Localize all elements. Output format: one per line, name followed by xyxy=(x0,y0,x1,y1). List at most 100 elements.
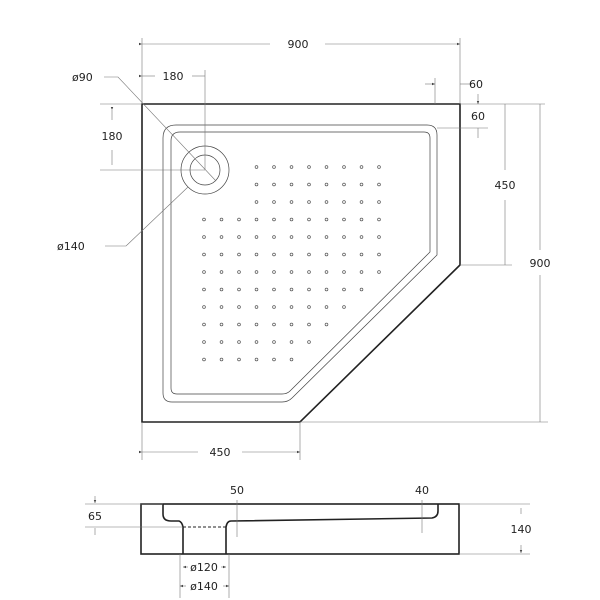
anti-slip-dot xyxy=(238,236,241,239)
anti-slip-dot xyxy=(343,288,346,291)
anti-slip-dot xyxy=(238,306,241,309)
anti-slip-dot xyxy=(238,271,241,274)
anti-slip-dot xyxy=(308,271,311,274)
dim-corner-y: 60 xyxy=(471,110,485,123)
anti-slip-dot xyxy=(273,183,276,186)
anti-slip-dot xyxy=(308,253,311,256)
side-recess xyxy=(163,504,438,554)
anti-slip-dot xyxy=(378,253,381,256)
anti-slip-dot xyxy=(273,271,276,274)
anti-slip-dot xyxy=(343,183,346,186)
anti-slip-dot xyxy=(238,218,241,221)
anti-slip-dots xyxy=(203,166,381,361)
dim-right-side: 450 xyxy=(495,179,516,192)
anti-slip-dot xyxy=(378,201,381,204)
anti-slip-dot xyxy=(308,183,311,186)
anti-slip-dot xyxy=(255,288,258,291)
anti-slip-dot xyxy=(255,271,258,274)
plan-dimensions: 900 180 60 60 450 900 450 180 ø90 xyxy=(57,38,551,460)
anti-slip-dot xyxy=(378,183,381,186)
anti-slip-dot xyxy=(273,236,276,239)
anti-slip-dot xyxy=(238,358,241,361)
anti-slip-dot xyxy=(220,253,223,256)
anti-slip-dot xyxy=(203,218,206,221)
anti-slip-dot xyxy=(255,201,258,204)
anti-slip-dot xyxy=(360,253,363,256)
anti-slip-dot xyxy=(325,201,328,204)
anti-slip-dot xyxy=(203,253,206,256)
anti-slip-dot xyxy=(360,218,363,221)
anti-slip-dot xyxy=(290,306,293,309)
anti-slip-dot xyxy=(378,166,381,169)
anti-slip-dot xyxy=(308,288,311,291)
anti-slip-dot xyxy=(343,306,346,309)
dim-depth-total: 900 xyxy=(530,257,551,270)
anti-slip-dot xyxy=(220,218,223,221)
anti-slip-dot xyxy=(360,166,363,169)
anti-slip-dot xyxy=(255,306,258,309)
anti-slip-dot xyxy=(325,183,328,186)
dim-corner-x: 60 xyxy=(469,78,483,91)
anti-slip-dot xyxy=(308,218,311,221)
anti-slip-dot xyxy=(238,341,241,344)
anti-slip-dot xyxy=(343,166,346,169)
anti-slip-dot xyxy=(290,183,293,186)
tray-rim-outer xyxy=(163,125,437,402)
anti-slip-dot xyxy=(290,323,293,326)
anti-slip-dot xyxy=(203,236,206,239)
anti-slip-dot xyxy=(255,218,258,221)
side-outline xyxy=(141,504,459,554)
dim-width-top: 900 xyxy=(288,38,309,51)
anti-slip-dot xyxy=(255,323,258,326)
anti-slip-dot xyxy=(325,236,328,239)
anti-slip-dot xyxy=(290,341,293,344)
anti-slip-dot xyxy=(308,201,311,204)
anti-slip-dot xyxy=(220,288,223,291)
anti-slip-dot xyxy=(203,358,206,361)
anti-slip-dot xyxy=(203,271,206,274)
side-view: 65 50 40 140 ø120 ø140 xyxy=(85,484,532,598)
anti-slip-dot xyxy=(360,288,363,291)
anti-slip-dot xyxy=(343,201,346,204)
anti-slip-dot xyxy=(255,236,258,239)
anti-slip-dot xyxy=(325,166,328,169)
dim-bottom-side: 450 xyxy=(210,446,231,459)
anti-slip-dot xyxy=(203,341,206,344)
anti-slip-dot xyxy=(220,236,223,239)
anti-slip-dot xyxy=(325,271,328,274)
dim-wall-right: 40 xyxy=(415,484,429,497)
dim-drain-inner-dia: ø120 xyxy=(190,561,218,574)
anti-slip-dot xyxy=(203,306,206,309)
anti-slip-dot xyxy=(308,341,311,344)
anti-slip-dot xyxy=(325,323,328,326)
anti-slip-dot xyxy=(273,288,276,291)
anti-slip-dot xyxy=(308,236,311,239)
anti-slip-dot xyxy=(343,218,346,221)
plan-view xyxy=(142,104,460,422)
dim-total-height: 140 xyxy=(511,523,532,536)
anti-slip-dot xyxy=(360,236,363,239)
anti-slip-dot xyxy=(378,271,381,274)
anti-slip-dot xyxy=(360,183,363,186)
anti-slip-dot xyxy=(273,358,276,361)
anti-slip-dot xyxy=(290,253,293,256)
anti-slip-dot xyxy=(308,323,311,326)
anti-slip-dot xyxy=(220,306,223,309)
anti-slip-dot xyxy=(238,323,241,326)
anti-slip-dot xyxy=(325,253,328,256)
anti-slip-dot xyxy=(255,341,258,344)
label-drain-outer-dia: ø140 xyxy=(57,240,85,253)
anti-slip-dot xyxy=(238,253,241,256)
anti-slip-dot xyxy=(378,218,381,221)
anti-slip-dot xyxy=(290,358,293,361)
anti-slip-dot xyxy=(220,341,223,344)
anti-slip-dot xyxy=(255,166,258,169)
anti-slip-dot xyxy=(220,358,223,361)
anti-slip-dot xyxy=(290,271,293,274)
anti-slip-dot xyxy=(273,218,276,221)
anti-slip-dot xyxy=(290,288,293,291)
anti-slip-dot xyxy=(273,201,276,204)
anti-slip-dot xyxy=(360,271,363,274)
